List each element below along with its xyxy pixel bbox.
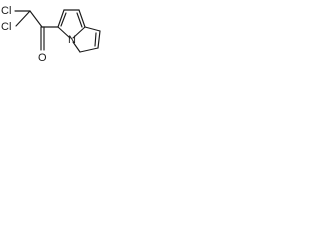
bond-c7-c6-double [94, 32, 97, 47]
atom-n: N [68, 34, 76, 46]
atom-cl-1: Cl [1, 5, 11, 17]
bond-cl2-cchcl2 [15, 10, 31, 27]
bond-c1-c7a [78, 9, 86, 28]
bond-c5-n [72, 41, 81, 53]
bond-c7-c6 [97, 30, 101, 49]
bond-c3-n [57, 26, 71, 39]
bond-c3-c2 [57, 9, 65, 28]
atom-o: O [38, 52, 47, 64]
bond-c1-c7a-double [76, 12, 83, 28]
bond-c3-c2-double [60, 12, 67, 27]
bond-c7a-c7 [84, 26, 101, 32]
bond-c6-c5 [79, 47, 99, 53]
chemical-structure: Cl Cl O N [1, 5, 101, 64]
atom-cl-2: Cl [1, 21, 11, 33]
bond-cchcl2-carbonyl [29, 10, 43, 28]
bond-c7a-n [72, 26, 86, 39]
